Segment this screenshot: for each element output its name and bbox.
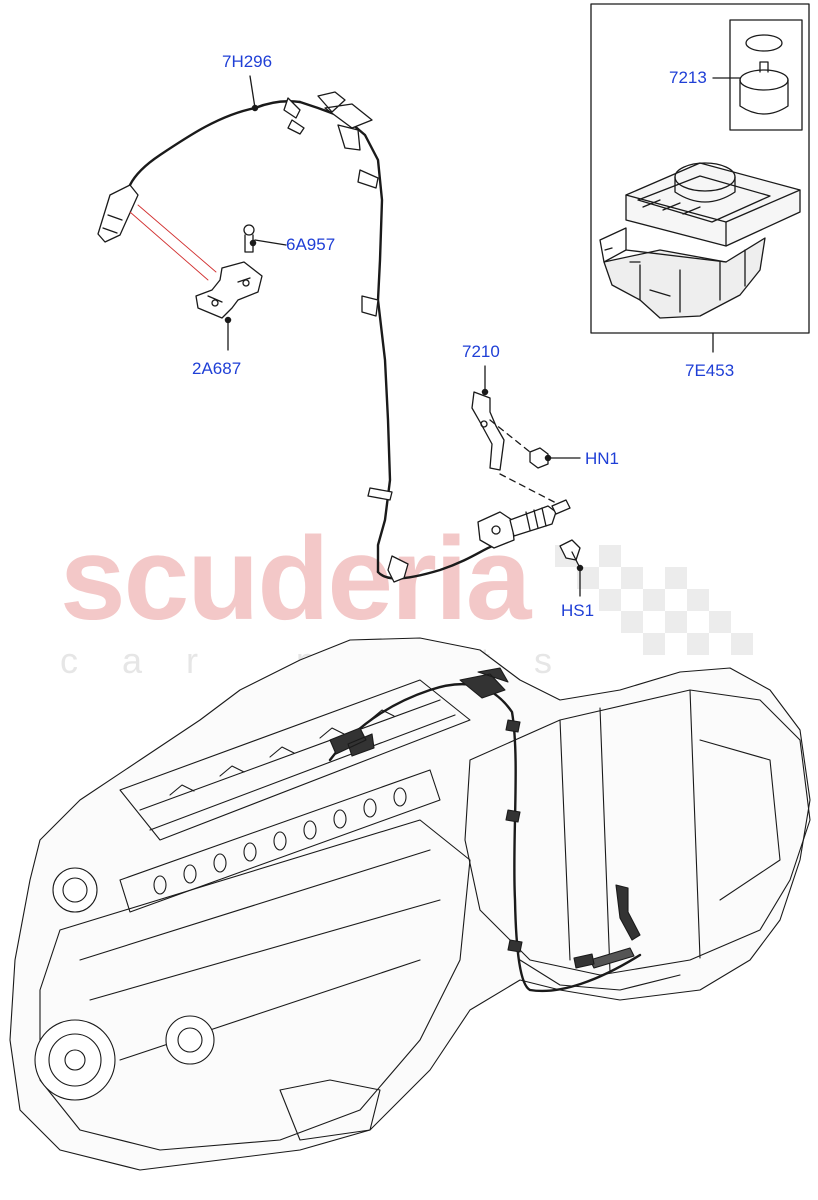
callout-7E453: 7E453	[685, 361, 735, 380]
harness-upper	[97, 91, 497, 583]
callout-7210: 7210	[462, 342, 500, 361]
callout-2A687: 2A687	[192, 359, 242, 378]
watermark-brand: scuderia	[60, 513, 531, 645]
callout-7H296: 7H296	[222, 52, 273, 71]
bolt-part	[243, 224, 287, 253]
callout-6A957: 6A957	[286, 235, 336, 254]
callout-leaders	[224, 75, 741, 597]
bracket-part	[195, 261, 263, 319]
selector-module	[599, 162, 801, 319]
leader-red	[129, 204, 217, 281]
screw-part	[559, 539, 581, 569]
knob-inset-box	[729, 19, 803, 131]
callout-7213: 7213	[669, 68, 707, 87]
engine-assembly	[9, 637, 811, 1171]
inset-box	[590, 3, 810, 334]
actuator-part	[477, 499, 571, 549]
callout-HS1: HS1	[561, 601, 595, 620]
nut-part	[529, 447, 549, 469]
mount-bracket-part	[471, 391, 561, 506]
callout-HN1: HN1	[585, 449, 620, 468]
knob-part	[739, 34, 789, 115]
